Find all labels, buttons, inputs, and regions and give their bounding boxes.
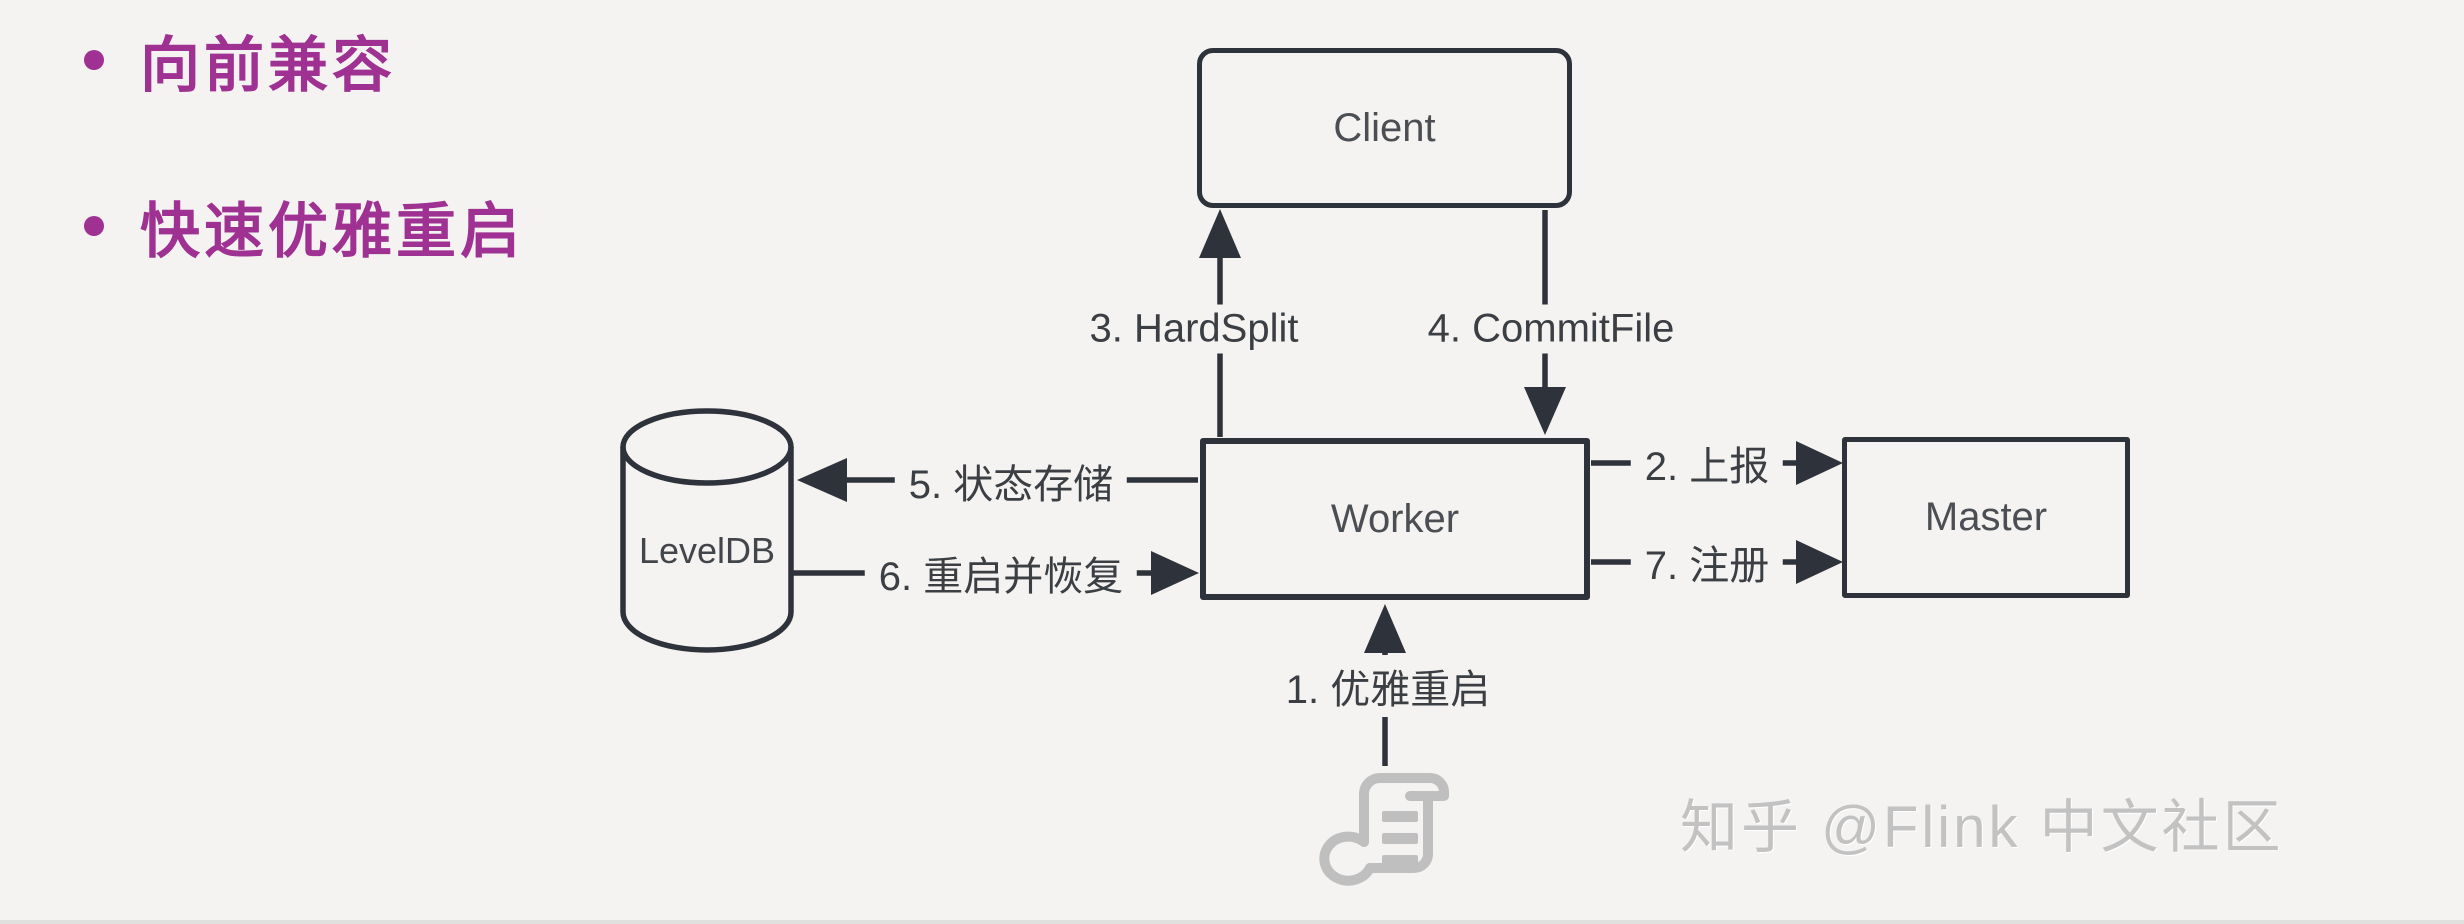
edge-label-report: 2. 上报	[1630, 432, 1784, 494]
slide-bottom-edge	[0, 920, 2464, 924]
node-client: Client	[1197, 48, 1572, 208]
bullet-label: 向前兼容	[140, 31, 396, 99]
edge-label-state-store: 5. 状态存储	[894, 450, 1128, 512]
arrowhead-restart-recover	[1151, 551, 1199, 595]
scroll-icon-lines	[1382, 811, 1418, 866]
bullet-item-fast-graceful-restart: 快速优雅重启	[84, 194, 524, 265]
arrowhead-commitfile	[1524, 387, 1566, 435]
node-worker: Worker	[1200, 438, 1590, 600]
node-master: Master	[1842, 437, 2130, 598]
watermark-text: 知乎 @Flink 中文社区	[1680, 795, 2284, 860]
arrowhead-state-store	[797, 458, 847, 502]
node-worker-label: Worker	[1330, 496, 1460, 541]
bullet-item-forward-compatible: 向前兼容	[84, 28, 396, 99]
bullet-dot	[84, 216, 104, 236]
edge-label-restart-recover: 6. 重启并恢复	[864, 542, 1138, 604]
node-client-label: Client	[1333, 105, 1436, 150]
arrowhead-graceful-restart	[1364, 604, 1406, 653]
scroll-icon	[1319, 773, 1449, 886]
leveldb-cylinder	[620, 408, 794, 653]
arrowhead-hardsplit	[1199, 209, 1241, 258]
edge-label-hardsplit: 3. HardSplit	[1075, 304, 1313, 354]
bullet-dot	[84, 50, 104, 70]
edge-label-register: 7. 注册	[1630, 531, 1784, 593]
edge-label-graceful-restart: 1. 优雅重启	[1271, 655, 1505, 717]
arrowhead-report	[1796, 441, 1843, 485]
node-master-label: Master	[1924, 495, 2048, 539]
bullet-label: 快速优雅重启	[140, 197, 524, 265]
arrowhead-register	[1796, 540, 1843, 584]
edge-label-commitfile: 4. CommitFile	[1413, 304, 1689, 354]
node-leveldb-label: LevelDB	[638, 530, 776, 571]
